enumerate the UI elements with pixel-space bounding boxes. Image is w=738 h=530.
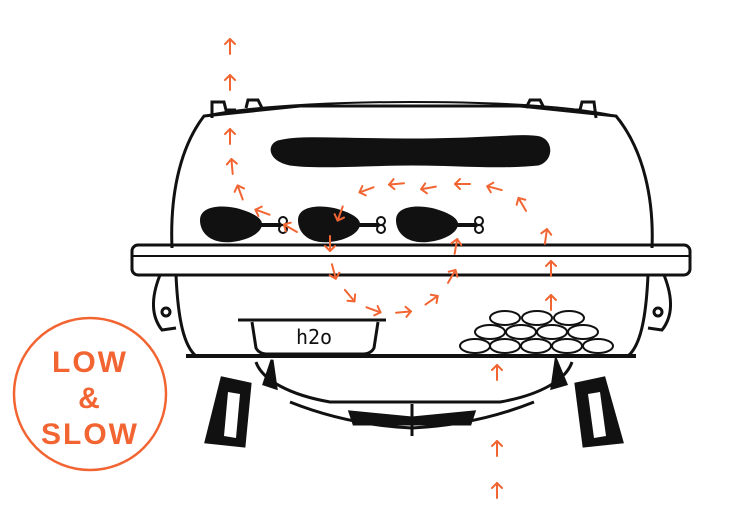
arrow-up-icon bbox=[324, 235, 336, 252]
arrow-up-icon bbox=[420, 182, 437, 195]
charcoal-briquette-icon bbox=[505, 324, 537, 340]
arrow-up-icon bbox=[395, 305, 412, 318]
charcoal-briquette-icon bbox=[489, 338, 521, 354]
charcoal-briquette-icon bbox=[521, 310, 553, 326]
drumstick-icon bbox=[298, 206, 386, 243]
charcoal-briquette-icon bbox=[567, 324, 599, 340]
arrow-up-icon bbox=[254, 205, 271, 218]
charcoal-briquette-icon bbox=[582, 338, 614, 354]
arrow-up-icon bbox=[424, 293, 439, 306]
arrow-up-icon bbox=[454, 178, 471, 190]
arrow-up-icon bbox=[447, 268, 459, 284]
arrow-up-icon bbox=[224, 38, 236, 55]
drumstick-icon bbox=[200, 206, 288, 243]
base-foot-right bbox=[550, 354, 569, 391]
charcoal-briquette-icon bbox=[459, 338, 491, 354]
arrow-up-icon bbox=[225, 158, 238, 175]
charcoal-briquette-icon bbox=[520, 338, 552, 354]
arrow-up-icon bbox=[365, 304, 382, 317]
arrow-up-icon bbox=[491, 364, 503, 381]
charcoal-briquette-icon bbox=[551, 338, 583, 354]
charcoal-briquette-icon bbox=[474, 324, 506, 340]
clip-left bbox=[152, 274, 177, 332]
badge-line-ampersand: & bbox=[78, 382, 102, 415]
arrow-up-icon bbox=[491, 440, 503, 457]
lid-tab-right-2 bbox=[524, 98, 546, 109]
arrow-up-icon bbox=[328, 263, 341, 280]
arrow-up-icon bbox=[540, 228, 553, 245]
arrow-up-icon bbox=[388, 178, 405, 191]
base-foot-left bbox=[262, 359, 278, 391]
leg-left-highlight bbox=[224, 392, 240, 438]
leg-right-highlight bbox=[588, 392, 606, 438]
clip-right-bolt bbox=[652, 306, 664, 318]
badge-circle bbox=[12, 316, 168, 472]
food-row bbox=[200, 206, 484, 243]
arrow-up-icon bbox=[224, 74, 236, 91]
arrow-up-icon bbox=[450, 238, 463, 255]
clip-left-bolt bbox=[160, 306, 172, 318]
arrow-up-icon bbox=[358, 184, 375, 197]
lid-tab-left bbox=[210, 100, 236, 118]
water-pan-label: h2o bbox=[296, 325, 332, 349]
charcoal-briquette-icon bbox=[489, 310, 521, 326]
charcoal-briquette-icon bbox=[553, 310, 585, 326]
water-pan: h2o bbox=[238, 318, 386, 356]
arrow-up-icon bbox=[224, 128, 236, 145]
side-rail bbox=[130, 243, 692, 277]
arrow-up-icon bbox=[515, 196, 527, 212]
badge-line-slow: SLOW bbox=[41, 418, 139, 451]
arrow-up-icon bbox=[333, 205, 346, 222]
arrow-up-icon bbox=[491, 482, 503, 499]
badge-line-low: LOW bbox=[52, 346, 128, 379]
lid-tab-left-2 bbox=[244, 98, 264, 109]
charcoal-pile bbox=[459, 310, 614, 354]
clip-right bbox=[647, 274, 672, 332]
arrow-up-icon bbox=[486, 181, 503, 194]
arrow-up-icon bbox=[343, 288, 357, 303]
grill bbox=[130, 98, 692, 448]
grill-lid bbox=[170, 104, 654, 249]
heat-flow-arrows bbox=[224, 38, 557, 499]
arrow-up-icon bbox=[545, 260, 557, 277]
drumstick-icon bbox=[396, 206, 484, 243]
arrow-up-icon bbox=[282, 221, 298, 233]
lid-top-edge bbox=[203, 100, 617, 117]
arrow-up-icon bbox=[233, 184, 246, 201]
arrow-up-icon bbox=[545, 294, 557, 311]
water-pan-body bbox=[250, 321, 380, 356]
low-and-slow-badge: LOW & SLOW bbox=[12, 316, 168, 472]
lid-handle bbox=[270, 135, 551, 168]
charcoal-briquette-icon bbox=[536, 324, 568, 340]
base-curve bbox=[254, 361, 574, 404]
